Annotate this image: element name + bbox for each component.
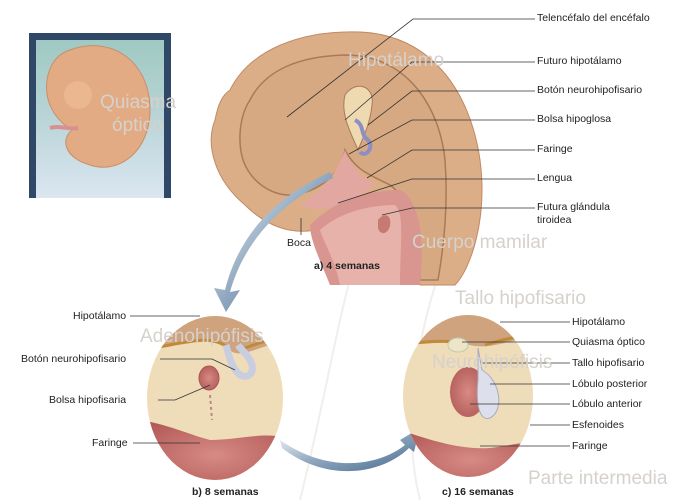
label-neurohypophyseal-bud: Botón neurohipofisario (537, 84, 643, 96)
label-posterior-lobe: Lóbulo posterior (572, 378, 648, 390)
section-16-weeks (403, 315, 533, 477)
watermark-text: Adenohipófisis (140, 326, 264, 347)
label-hypothalamus: Hipotálamo (572, 316, 626, 328)
caption-8-weeks: b) 8 semanas (192, 486, 259, 498)
arrow-a-to-b (214, 172, 333, 312)
label-tongue: Lengua (537, 172, 573, 184)
head-section-4-weeks (210, 31, 483, 286)
label-hypothalamus: Hipotálamo (73, 310, 127, 322)
caption-16-weeks: c) 16 semanas (442, 486, 514, 498)
watermark-text: Tallo hipofisario (455, 288, 586, 309)
watermark-text: Cuerpo mamilar (412, 232, 548, 253)
label-future-thyroid: Futura glándula (537, 201, 610, 213)
label-neurohypophyseal-bud: Botón neurohipofisario (21, 353, 127, 365)
label-pharynx: Faringe (572, 440, 608, 452)
label-anterior-lobe: Lóbulo anterior (572, 398, 643, 410)
watermark-text: óptico (112, 115, 163, 136)
label-optic-chiasm: Quiasma óptico (572, 336, 645, 348)
label-pharynx: Faringe (92, 437, 128, 449)
label-hypophyseal-pouch: Bolsa hipofisaria (49, 394, 127, 406)
label-pharynx: Faringe (537, 143, 573, 155)
watermark-text: Quiasma (100, 92, 177, 113)
arrow-b-to-c (280, 428, 420, 472)
label-telencephalon: Telencéfalo del encéfalo (537, 12, 650, 24)
caption-4-weeks: a) 4 semanas (314, 260, 380, 272)
embryo-inset (29, 33, 171, 198)
leader-lines (130, 18, 570, 447)
label-hypoglossal-pouch: Bolsa hipoglosa (537, 113, 612, 125)
watermark-text: Parte intermedia (528, 468, 668, 489)
label-future-hypothalamus: Futuro hipotálamo (537, 55, 622, 67)
label-sphenoid: Esfenoides (572, 419, 624, 431)
label-pituitary-stalk: Tallo hipofisario (572, 357, 645, 369)
label-mouth: Boca (287, 237, 311, 249)
label-future-thyroid-2: tiroidea (537, 214, 572, 226)
watermark-text: Hipotálamo (348, 50, 445, 71)
watermark-text: Neurohipófisis (432, 352, 553, 373)
